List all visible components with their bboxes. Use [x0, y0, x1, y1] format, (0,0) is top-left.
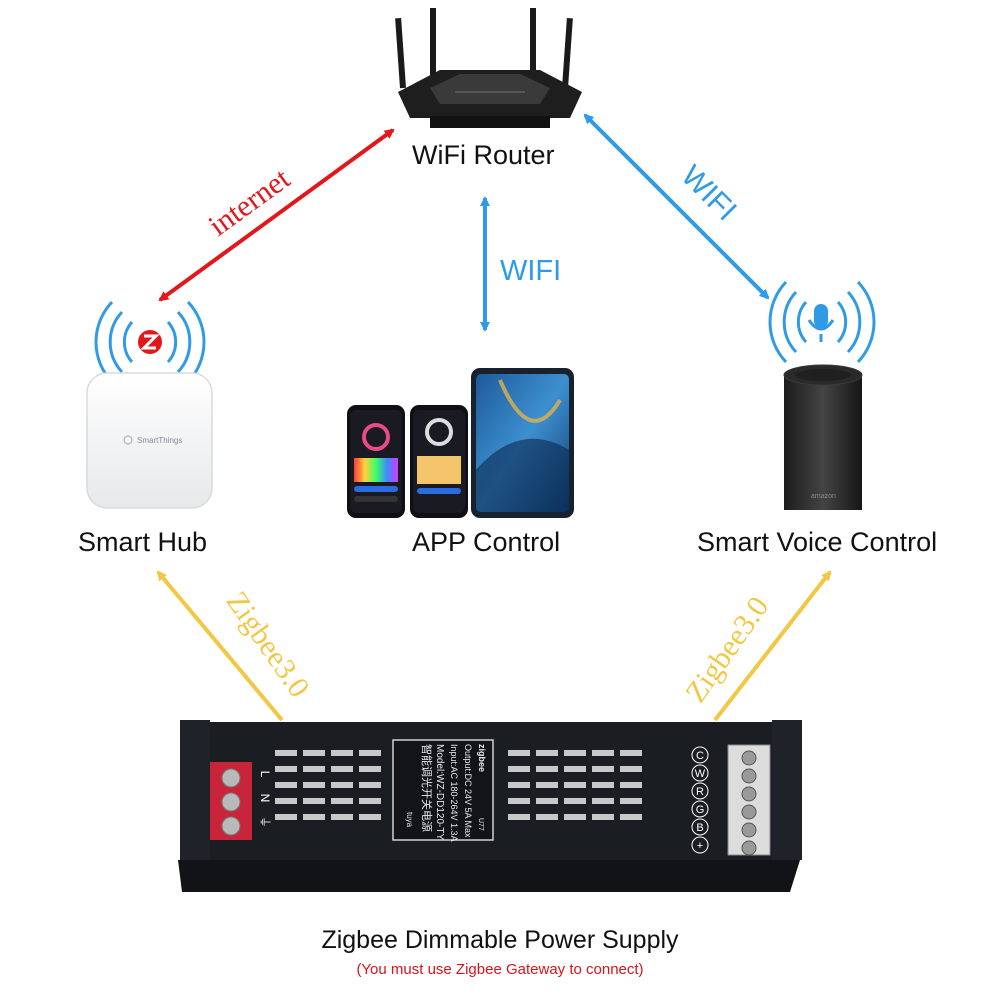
- terminal-label-N: N: [258, 794, 272, 803]
- router-image: [395, 8, 582, 128]
- terminal-label-plus: +: [697, 840, 703, 852]
- hub-device-text: SmartThings: [137, 436, 182, 445]
- terminal-label-ground: ⏚: [258, 816, 272, 828]
- speaker-device-text: amazon: [811, 493, 836, 500]
- router-label: WiFi Router: [412, 140, 555, 170]
- zigbee-left-link-label: Zigbee3.0: [220, 586, 316, 704]
- plate-brand: zigbee: [477, 744, 487, 772]
- internet-arrow: [158, 128, 395, 302]
- plate-line-1: 智能调光开关电源: [420, 744, 434, 832]
- plate-small-logo: tuya: [405, 812, 414, 828]
- terminal-label-L: L: [258, 771, 272, 778]
- plate-line-4: Output:DC 24V 5A Max: [463, 744, 473, 838]
- plate-line-3: Input:AC 180-264V 1.3A: [449, 744, 459, 842]
- plate-line-2: Model:WZ-DD120-TY: [434, 744, 445, 840]
- wifi-right-arrow: [583, 113, 770, 300]
- terminal-label-C: C: [696, 750, 704, 762]
- app-label: APP Control: [412, 527, 561, 557]
- wifi-center-link-label: WIFI: [500, 255, 561, 287]
- power-supply-image: 智能调光开关电源 Model:WZ-DD120-TY Input:AC 180-…: [178, 720, 802, 892]
- zigbee-right-arrow: [713, 570, 832, 722]
- terminal-label-B: B: [696, 822, 703, 834]
- power-supply-title: Zigbee Dimmable Power Supply: [321, 926, 679, 954]
- terminal-label-W: W: [695, 768, 706, 780]
- hub-label: Smart Hub: [78, 527, 208, 557]
- zigbee-right-link-label: Zigbee3.0: [679, 591, 775, 709]
- smart-speaker-image: amazon: [768, 280, 876, 510]
- product-plate: 智能调光开关电源 Model:WZ-DD120-TY Input:AC 180-…: [405, 744, 487, 842]
- terminal-label-R: R: [696, 786, 704, 798]
- smart-hub-image: SmartThings: [86, 300, 213, 509]
- terminal-label-G: G: [696, 804, 705, 816]
- microphone-signal-icon: [768, 280, 876, 364]
- gateway-note: (You must use Zigbee Gateway to connect): [356, 961, 644, 978]
- zigbee-left-arrow: [156, 570, 284, 722]
- internet-link-label: internet: [203, 162, 297, 243]
- plate-code: U77: [477, 818, 484, 831]
- voice-label: Smart Voice Control: [697, 527, 938, 557]
- app-devices-image: [347, 368, 574, 518]
